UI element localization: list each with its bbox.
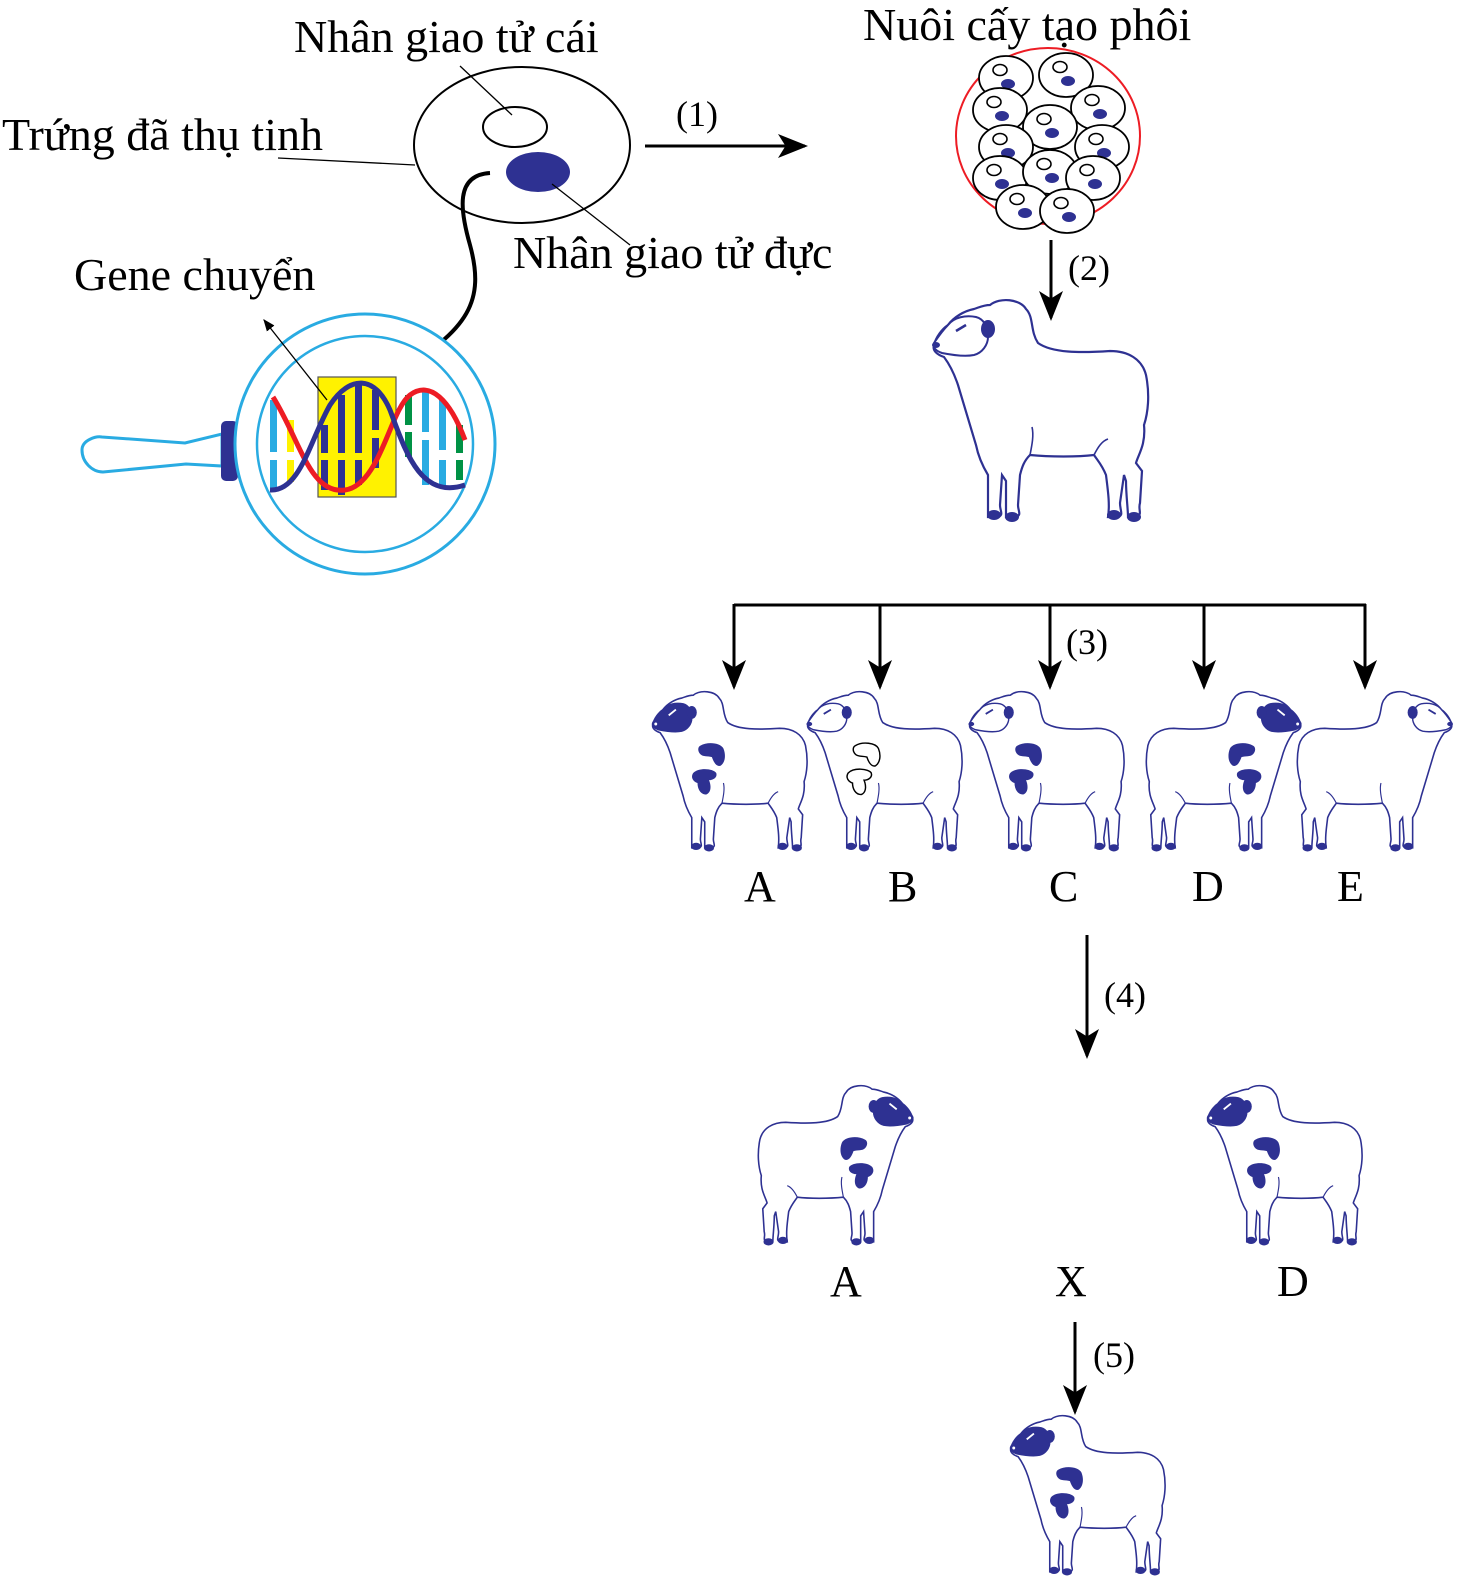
offspring-label-c: C [1049,862,1078,911]
embryo-cell [1065,155,1121,201]
final-offspring-row [1009,1414,1166,1577]
egg-leader [277,157,416,166]
embryo-cell [1039,188,1095,234]
offspring-sheep-c [967,690,1125,853]
transgene-label: Gene chuyển [74,249,315,300]
embryo-cluster [955,47,1141,234]
embryo-cell [1038,52,1094,98]
offspring-label-d: D [1192,862,1224,911]
embryo-cell [972,87,1028,133]
final-offspring-sheep [1009,1414,1166,1577]
female-nucleus-label: Nhân giao tử cái [294,11,599,62]
step5-label: (5) [1093,1335,1135,1375]
cross-label-left: A [830,1257,862,1306]
dna-strand-navy [269,380,466,493]
cross-operator: X [1055,1257,1087,1306]
cross-sheep-right [1206,1084,1363,1247]
offspring-sheep-d [1145,690,1302,853]
magnifier-handle [80,432,224,474]
step3-label: (3) [1066,622,1108,662]
cross-label-right: D [1277,1257,1309,1306]
offspring-label-e: E [1337,862,1364,911]
step1-label: (1) [676,94,718,134]
magnifier-dna [80,312,497,576]
offspring-label-b: B [888,862,917,911]
transgene-pointer [263,319,328,401]
founder-sheep [930,298,1150,524]
offspring-sheep-e [1296,690,1454,853]
male-nucleus-label: Nhân giao tử đực [513,227,832,278]
female-nucleus-leader [459,65,513,116]
embryo-cell [1022,104,1078,150]
step2-label: (2) [1068,248,1110,288]
embryo-culture-label: Nuôi cấy tạo phôi [863,0,1191,50]
offspring-sheep-b [805,690,963,853]
embryo-cell [995,184,1051,230]
male-nucleus-leader [551,183,631,246]
offspring-sheep-a [651,690,808,853]
embryo-cell [1022,149,1078,195]
cross-row [757,1084,1363,1247]
fertilized-egg [413,66,631,224]
step4-label: (4) [1104,975,1146,1015]
step3-branch [722,603,1377,690]
male-nucleus [506,152,570,192]
offspring-label-a: A [744,862,776,911]
female-nucleus [482,106,548,148]
base-pairs [270,385,463,495]
embryo-cell [1070,85,1126,131]
cross-sheep-left [757,1084,914,1247]
fertilized-egg-label: Trứng đã thụ tinh [2,109,323,160]
offspring-row [651,690,1454,853]
